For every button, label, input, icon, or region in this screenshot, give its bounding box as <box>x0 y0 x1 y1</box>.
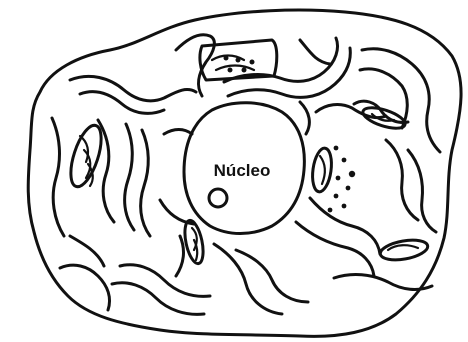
vesicle-dot <box>224 56 229 61</box>
er-cisterna <box>60 265 110 310</box>
mitochondrion-crista <box>388 245 418 250</box>
golgi-cisterna <box>216 66 254 71</box>
vesicle-dot <box>242 68 247 73</box>
vesicle-dot <box>336 176 341 181</box>
er-cisterna <box>408 150 436 232</box>
er-cisterna <box>52 118 64 236</box>
er-cisterna <box>125 124 134 230</box>
mitochondrion <box>65 122 108 190</box>
vesicle-dot <box>349 171 355 177</box>
er-cisterna <box>164 130 192 135</box>
er-cisterna <box>141 130 150 236</box>
vesicle-dot <box>346 186 351 191</box>
er-cisterna <box>236 250 308 302</box>
er-cisterna <box>176 236 183 276</box>
er-cisterna <box>386 140 418 220</box>
er-cisterna <box>300 40 330 64</box>
vesicle-dot <box>328 208 333 213</box>
vesicle-dot <box>334 194 339 199</box>
er-cisterna <box>70 236 104 266</box>
organelle-fold <box>320 156 325 184</box>
er-cisterna <box>70 76 196 100</box>
vesicle-dot <box>236 58 241 63</box>
vesicle-dot <box>250 60 255 65</box>
vesicle-dot <box>342 158 347 163</box>
organelle-cluster <box>310 147 334 193</box>
er-cisterna <box>334 275 432 290</box>
er-cisterna <box>362 49 440 152</box>
vesicle-dot <box>342 204 347 209</box>
nucleolus <box>209 189 227 207</box>
er-cisterna <box>300 102 309 134</box>
mitochondrion <box>379 237 429 263</box>
vesicle-dot <box>228 68 233 73</box>
er-cisterna <box>120 265 210 297</box>
er-cisterna <box>228 48 350 97</box>
vesicle-dot <box>334 146 339 151</box>
er-cisterna <box>80 92 164 114</box>
nucleus-label: Núcleo <box>214 161 271 180</box>
er-cisterna <box>112 283 204 315</box>
